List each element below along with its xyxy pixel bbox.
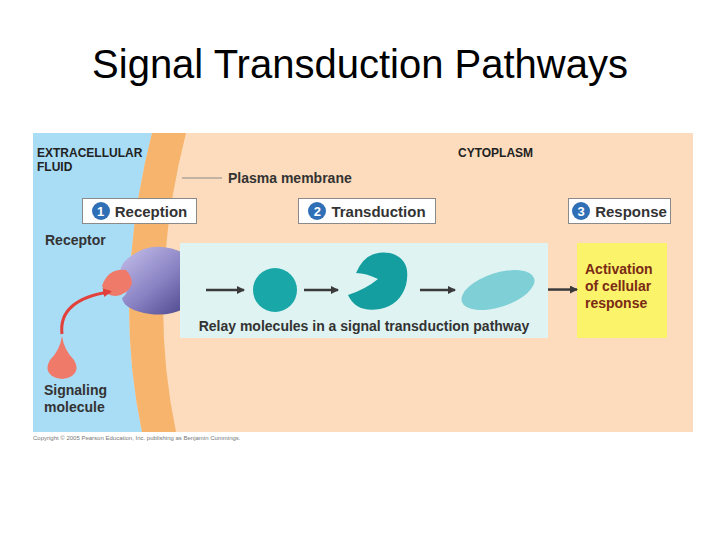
step-box: 2 Transduction [298,198,436,224]
text-label: Copyright © 2005 Pearson Education, Inc.… [33,435,333,442]
band-caption: Relay molecules in a signal transduction… [180,318,548,334]
text-label: EXTRACELLULAR FLUID [37,146,167,174]
step-title: Response [595,203,667,220]
step-title: Transduction [331,203,425,220]
signaling-molecule: Signaling molecule [44,334,134,420]
leader-line [182,178,222,179]
receptor-label: Receptor [45,232,106,248]
molecule-label: Signaling molecule [44,382,134,416]
callout-number: 3 [572,202,590,220]
molecule-drop [44,334,134,380]
diagram-title: Signal Transduction Pathways [0,42,720,87]
text-label: Plasma membrane [228,170,388,186]
response-text: Activation of cellular response [585,261,661,312]
response-box: Activation of cellular response [577,243,667,338]
callout-number: 2 [308,202,326,220]
connector-arrow [62,292,110,334]
step-box: 1 Reception [82,198,197,224]
cytoplasm-area [33,133,693,432]
connector-arrow [548,288,577,291]
text-label: CYTOPLASM [458,146,578,160]
callout-number: 1 [92,202,110,220]
relay-band: Relay molecules in a signal transduction… [180,243,548,338]
step-box: 3 Response [568,198,671,224]
step-title: Reception [115,203,188,220]
